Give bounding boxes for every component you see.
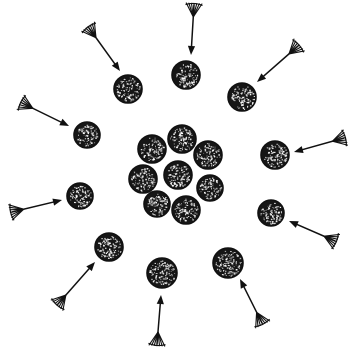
ring-cell <box>67 183 93 209</box>
ring-cell <box>261 141 289 169</box>
ring-cell <box>213 248 243 278</box>
ring-cell <box>74 122 100 148</box>
ring-cell <box>172 61 200 89</box>
dart-arrow-icon <box>240 279 270 328</box>
cluster-cell <box>164 161 192 189</box>
central-cell-cluster <box>129 125 223 224</box>
dart-arrow-icon <box>82 22 120 71</box>
dart-arrow-icon <box>289 221 340 249</box>
dart-arrow-icon <box>51 262 95 310</box>
dart-arrow-icon <box>149 295 166 346</box>
cluster-cell <box>129 165 157 193</box>
cluster-cell <box>138 135 166 163</box>
ring-cell <box>95 233 123 261</box>
dart-arrow-icon <box>257 39 304 82</box>
dart-arrow-icon <box>294 130 348 153</box>
dart-arrow-icon <box>9 199 62 221</box>
cluster-cell <box>172 196 200 224</box>
cluster-cell <box>197 175 223 201</box>
ring-cell <box>114 75 142 103</box>
cluster-cell <box>194 141 222 169</box>
dart-arrow-icon <box>17 95 69 126</box>
cluster-cell <box>168 125 196 153</box>
ring-cell <box>228 83 256 111</box>
ring-cell <box>147 258 177 288</box>
ring-cell <box>258 200 284 226</box>
cluster-cell <box>144 191 170 217</box>
dart-arrow-icon <box>186 3 203 55</box>
